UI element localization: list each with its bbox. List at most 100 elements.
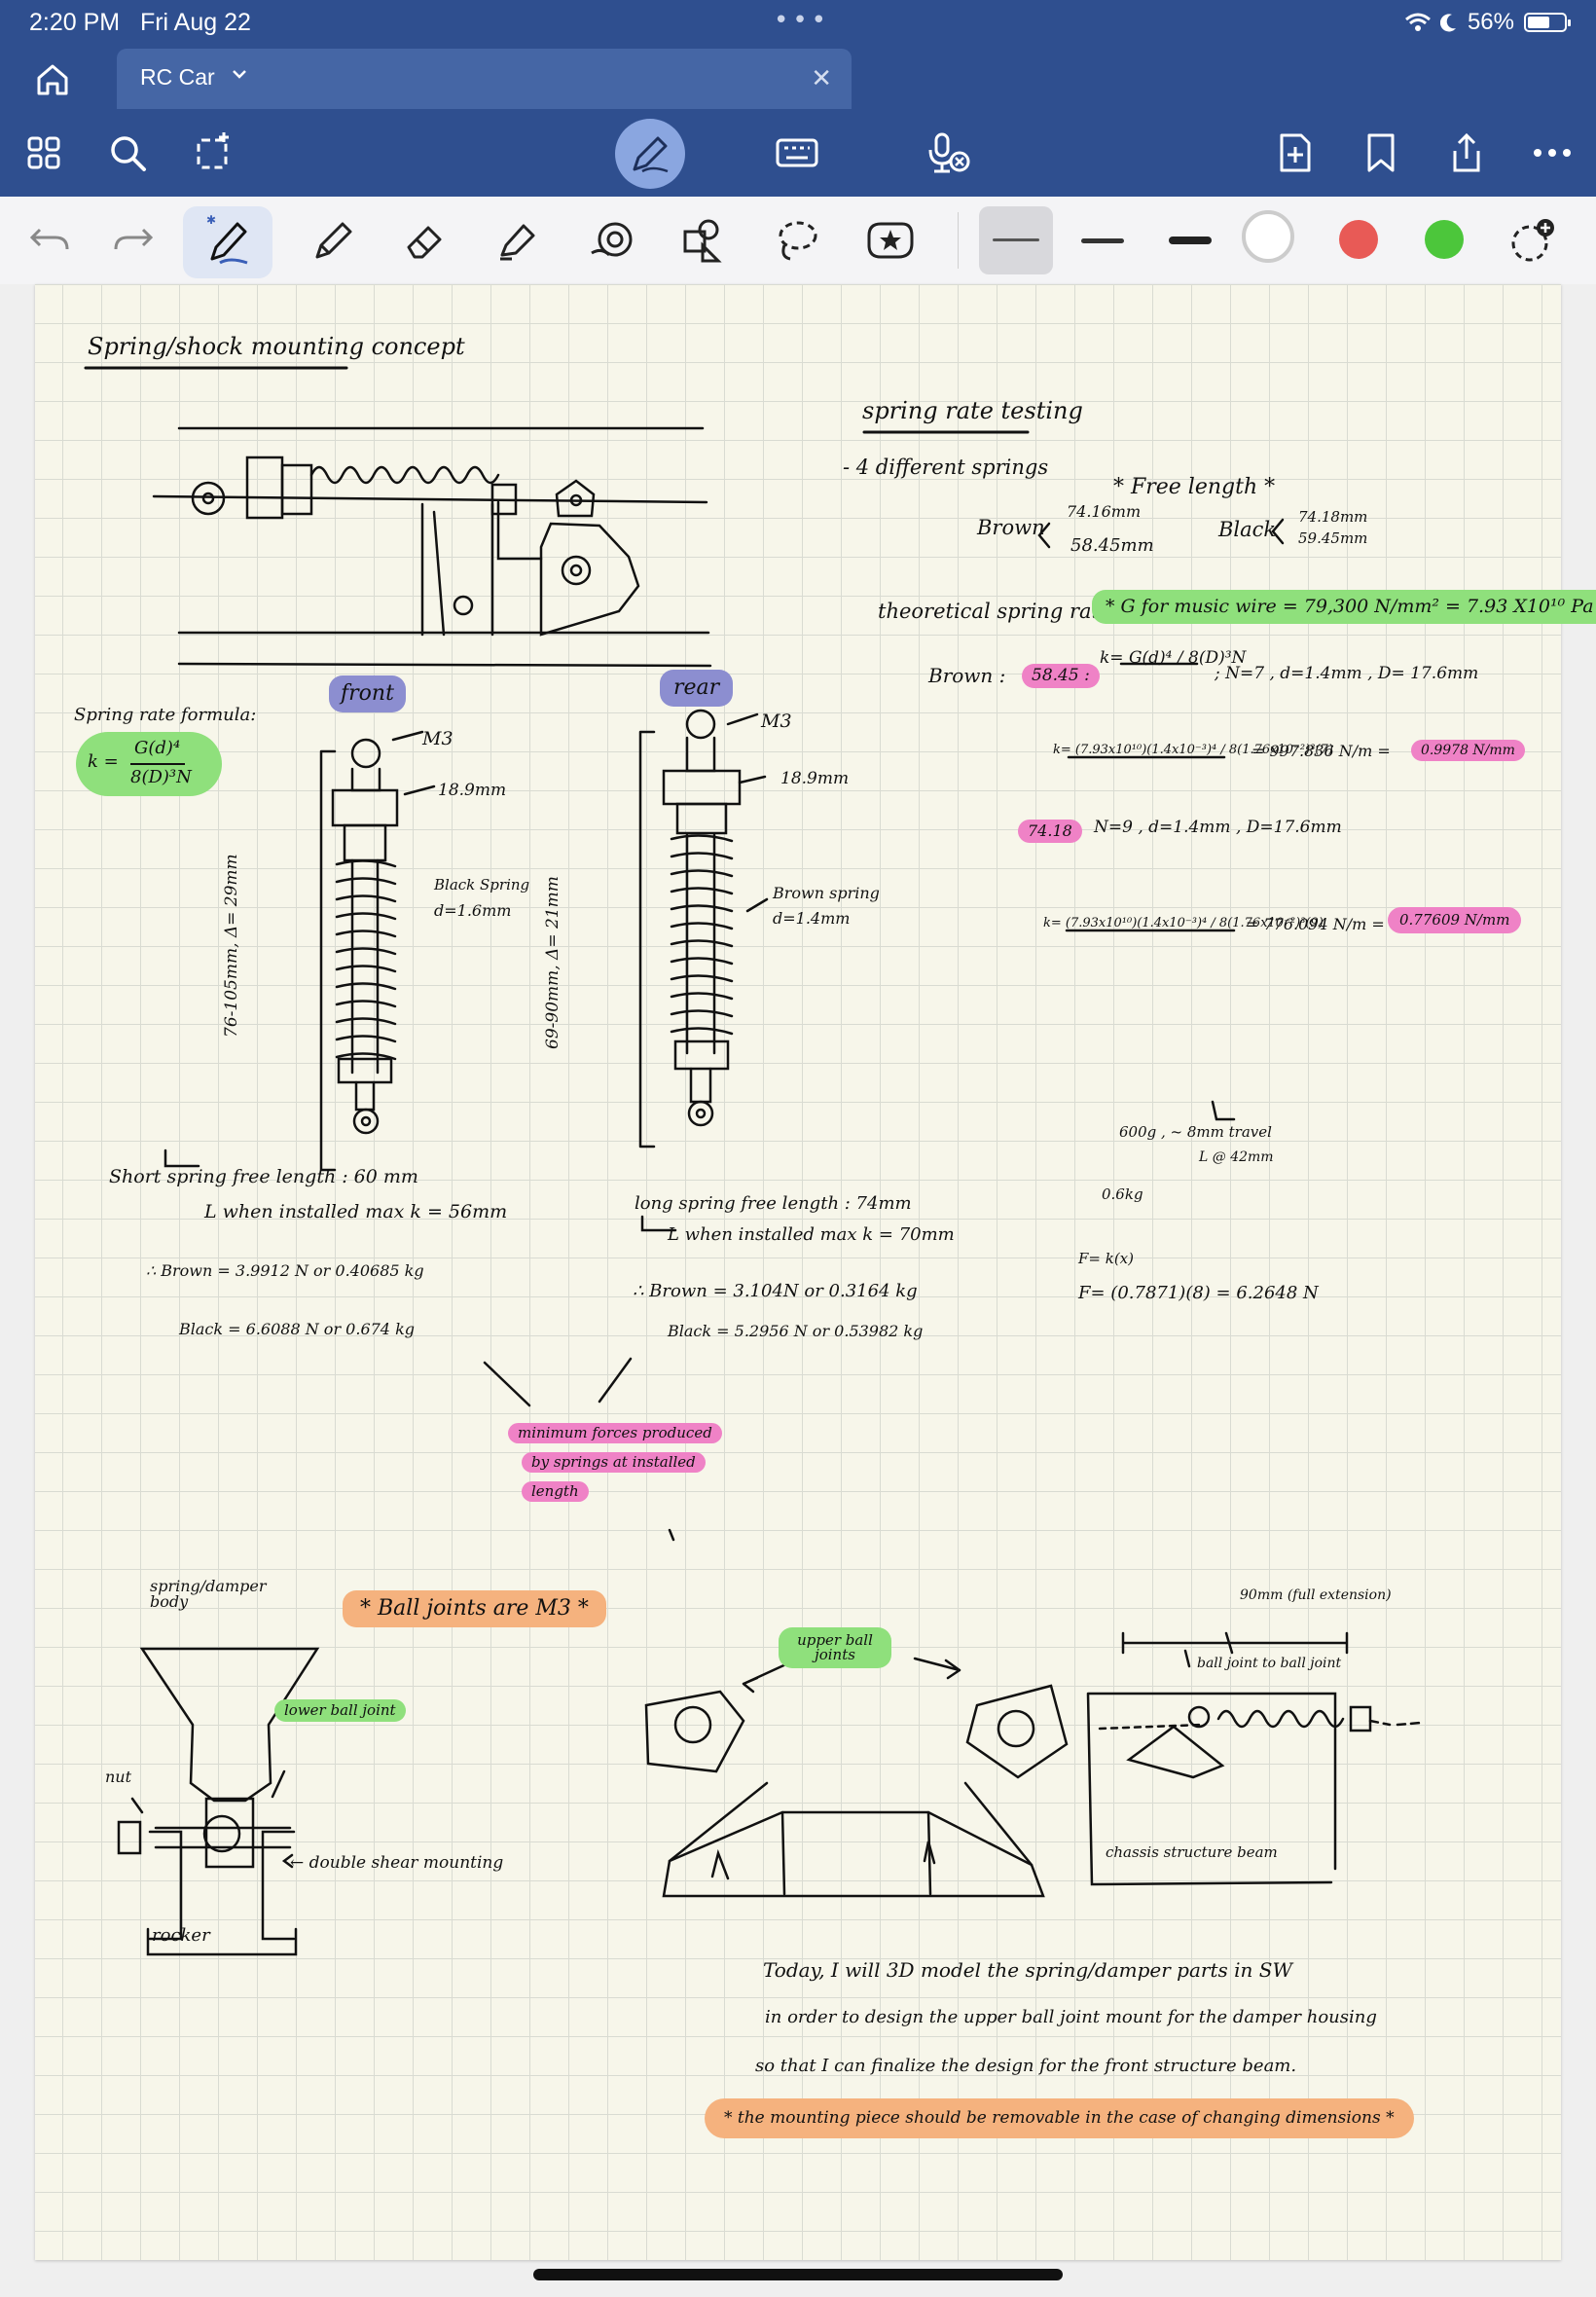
brown-len-1: 74.16mm bbox=[1067, 502, 1142, 521]
pencil-icon[interactable] bbox=[306, 212, 362, 269]
color-swatch-white[interactable] bbox=[1242, 210, 1294, 263]
shock-assembly-sketch bbox=[152, 426, 712, 668]
formula-highlight: k = G(d)⁴ 8(D)³N bbox=[76, 732, 222, 796]
eraser-icon[interactable] bbox=[397, 212, 453, 269]
share-icon[interactable] bbox=[1442, 128, 1491, 177]
home-indicator[interactable] bbox=[533, 2269, 1063, 2280]
black-spring-label: Black Spring bbox=[434, 876, 530, 893]
status-bar: 2:20 PM Fri Aug 22 ••• 56% bbox=[0, 0, 1596, 49]
brown-label: Brown bbox=[977, 516, 1045, 539]
ball-to-ball-label: ball joint to ball joint bbox=[1197, 1656, 1342, 1671]
focus-moon-icon bbox=[1439, 14, 1456, 32]
lasso-shape-icon[interactable] bbox=[189, 128, 237, 177]
today-line-3: so that I can finalize the design for th… bbox=[755, 2056, 1297, 2076]
brown-heading: Brown : bbox=[928, 664, 1006, 687]
result-1-highlight: 0.9978 N/mm bbox=[1411, 740, 1525, 761]
today-line-1: Today, I will 3D model the spring/damper… bbox=[763, 1958, 1292, 1982]
pen-tool-selected[interactable]: ✱ bbox=[183, 206, 272, 278]
removable-note: * the mounting piece should be removable… bbox=[705, 2098, 1414, 2138]
sticker-icon[interactable] bbox=[862, 212, 919, 269]
document-tab-title: RC Car bbox=[140, 64, 215, 90]
note-title: Spring/shock mounting concept bbox=[88, 333, 465, 360]
grid-icon[interactable] bbox=[19, 128, 68, 177]
keyboard-icon[interactable] bbox=[773, 128, 821, 177]
nut-label: nut bbox=[105, 1768, 132, 1786]
k-formula: k= G(d)⁴ / 8(D)³N bbox=[1100, 648, 1247, 668]
springs-count: - 4 different springs bbox=[843, 456, 1049, 479]
canvas-area[interactable]: Spring/shock mounting concept spring rat… bbox=[0, 284, 1596, 2297]
lower-ball-label: lower ball joint bbox=[274, 1699, 406, 1722]
thickness-fine-selected[interactable] bbox=[979, 206, 1053, 274]
short-brown: ∴ Brown = 3.9912 N or 0.40685 kg bbox=[146, 1261, 424, 1280]
black-len-2: 59.45mm bbox=[1298, 529, 1368, 547]
chassis-label: chassis structure beam bbox=[1106, 1843, 1278, 1861]
close-tab-icon[interactable]: ✕ bbox=[811, 64, 832, 93]
redo-icon[interactable] bbox=[105, 212, 162, 269]
long-installed: L when installed max k = 70mm bbox=[668, 1224, 955, 1245]
calc-1: k= (7.93x10¹⁰)(1.4x10⁻³)⁴ / 8(1.76x10⁻²)… bbox=[1053, 743, 1333, 757]
more-icon[interactable] bbox=[1528, 128, 1577, 177]
result-2: = 776.094 N/m = bbox=[1246, 915, 1385, 933]
double-shear-label: ← double shear mounting bbox=[290, 1853, 504, 1873]
min-force-3: length bbox=[522, 1481, 589, 1502]
rear-label: rear bbox=[660, 670, 734, 707]
rear-range: 69-90mm, Δ= 21mm bbox=[543, 876, 562, 1049]
today-line-2: in order to design the upper ball joint … bbox=[765, 2007, 1377, 2027]
wifi-icon bbox=[1404, 13, 1431, 31]
front-shock-sketch bbox=[319, 730, 436, 1172]
multitasking-dots-icon[interactable]: ••• bbox=[774, 6, 831, 35]
dim-rear: 18.9mm bbox=[780, 769, 850, 788]
mic-off-icon[interactable] bbox=[925, 128, 973, 177]
brown-len-2: 58.45mm bbox=[1070, 535, 1154, 556]
formula-label: Spring rate formula: bbox=[74, 705, 257, 725]
home-icon[interactable] bbox=[33, 60, 72, 99]
short-black: Black = 6.6088 N or 0.674 kg bbox=[179, 1320, 415, 1338]
tag-58-45: 58.45 : bbox=[1022, 664, 1100, 688]
document-tab[interactable]: RC Car ✕ bbox=[117, 49, 852, 109]
brown-spring-label: Brown spring bbox=[773, 884, 880, 902]
front-label: front bbox=[329, 675, 406, 712]
pen-mode-button[interactable] bbox=[615, 119, 685, 189]
battery-percent: 56% bbox=[1467, 9, 1514, 35]
brown-spring-d: d=1.4mm bbox=[773, 909, 851, 928]
thickness-thick[interactable] bbox=[1162, 212, 1218, 269]
search-icon[interactable] bbox=[103, 128, 152, 177]
color-swatch-green[interactable] bbox=[1425, 220, 1464, 259]
rocker-label: rocker bbox=[152, 1925, 210, 1946]
highlighter-icon[interactable] bbox=[489, 212, 545, 269]
params-1: ; N=7 , d=1.4mm , D= 17.6mm bbox=[1215, 664, 1479, 683]
long-free: long spring free length : 74mm bbox=[635, 1193, 912, 1214]
black-spring-d: d=1.6mm bbox=[434, 901, 512, 920]
chevron-down-icon[interactable] bbox=[232, 68, 247, 80]
f-kx: F= k(x) bbox=[1078, 1250, 1134, 1267]
add-color-icon[interactable] bbox=[1505, 212, 1561, 269]
bookmark-icon[interactable] bbox=[1357, 128, 1405, 177]
tools-toolbar: ✱ bbox=[0, 197, 1596, 285]
mass-600: 600g , ~ 8mm travel bbox=[1119, 1123, 1272, 1141]
status-time: 2:20 PM Fri Aug 22 bbox=[29, 9, 251, 36]
tag-74-18: 74.18 bbox=[1018, 820, 1082, 843]
elements-icon[interactable] bbox=[675, 212, 732, 269]
battery-icon bbox=[1524, 13, 1571, 32]
result-1: = 997.836 N/m = bbox=[1251, 742, 1391, 760]
undo-icon[interactable] bbox=[21, 212, 78, 269]
tab-bar: RC Car ✕ bbox=[0, 49, 1596, 109]
full-extension-label: 90mm (full extension) bbox=[1240, 1587, 1392, 1603]
status-right: 56% bbox=[1404, 9, 1571, 36]
svg-text:✱: ✱ bbox=[206, 214, 216, 227]
short-installed: L when installed max k = 56mm bbox=[204, 1201, 508, 1222]
result-2-highlight: 0.77609 N/mm bbox=[1388, 907, 1522, 933]
thickness-medium[interactable] bbox=[1074, 212, 1131, 269]
chassis-beam-sketch bbox=[1086, 1631, 1423, 1886]
lasso-icon[interactable] bbox=[769, 212, 825, 269]
m3-rear: M3 bbox=[761, 711, 792, 732]
shape-icon[interactable] bbox=[584, 212, 640, 269]
m3-front: M3 bbox=[422, 728, 453, 749]
params-2: N=9 , d=1.4mm , D=17.6mm bbox=[1094, 818, 1342, 837]
black-label: Black bbox=[1218, 518, 1277, 541]
color-swatch-red[interactable] bbox=[1339, 220, 1378, 259]
min-force-2: by springs at installed bbox=[522, 1452, 706, 1473]
note-page[interactable]: Spring/shock mounting concept spring rat… bbox=[35, 284, 1596, 2260]
add-page-icon[interactable] bbox=[1271, 128, 1320, 177]
free-length-label: * Free length * bbox=[1113, 475, 1276, 499]
